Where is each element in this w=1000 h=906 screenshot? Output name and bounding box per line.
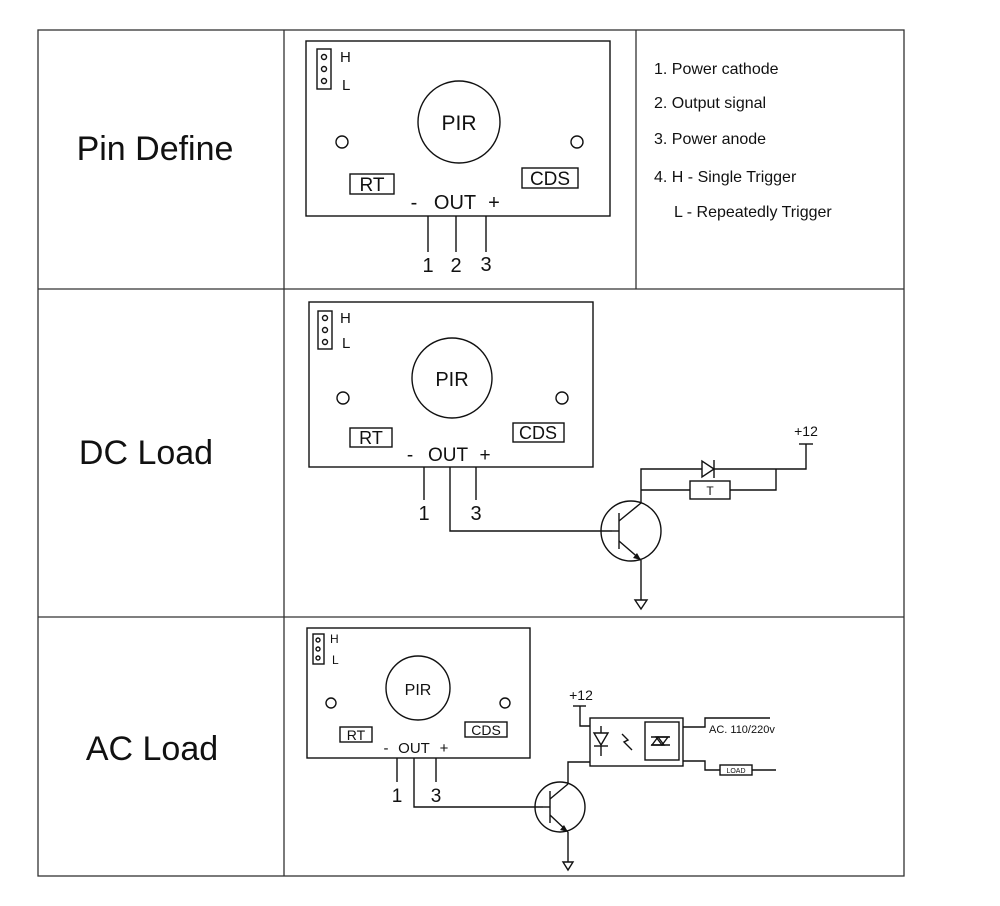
pir-label: PIR <box>405 682 432 699</box>
pir-sensor <box>417 80 501 164</box>
relay-label: T <box>706 484 714 498</box>
pin-number-3: 3 <box>431 786 442 807</box>
jumper-h-label: H <box>340 310 351 327</box>
mount-hole-left <box>325 697 337 709</box>
dc-load-board: H L PIR RT CDS - OUT + 1 3 <box>308 301 594 525</box>
ac-supply-label: +12 <box>569 687 593 703</box>
row-label-ac-load: AC Load <box>86 730 218 768</box>
dc-load-circuit: T +12 <box>449 423 818 611</box>
diode-icon <box>701 459 716 479</box>
mount-hole-right <box>499 697 511 709</box>
pir-sensor <box>385 655 451 721</box>
ac-voltage-label: AC. 110/220v <box>709 724 775 736</box>
row-label-dc-load: DC Load <box>79 434 213 472</box>
ground-icon <box>561 861 575 872</box>
cds-label: CDS <box>519 423 557 443</box>
pin-number-1: 1 <box>422 255 433 277</box>
pin-legend: 1. Power cathode 2. Output signal 3. Pow… <box>654 61 832 221</box>
row-label-pin-define: Pin Define <box>77 130 234 168</box>
pir-label: PIR <box>441 112 476 135</box>
cds-label: CDS <box>471 722 501 738</box>
legend-item-2: 2. Output signal <box>654 95 766 112</box>
pin-plus-label: + <box>479 445 490 466</box>
jumper-header <box>316 48 332 90</box>
cds-label: CDS <box>530 169 570 190</box>
pin-number-3: 3 <box>480 254 491 276</box>
pir-label: PIR <box>435 369 468 391</box>
jumper-l-label: L <box>342 77 350 94</box>
pin-define-board: H L PIR RT CDS - OUT + 1 2 3 <box>305 40 611 277</box>
pin-out-label: OUT <box>434 192 476 214</box>
ac-load-circuit: +12 AC. 110/220v LOAD <box>413 687 776 872</box>
legend-item-4: 4. H - Single Trigger <box>654 169 797 186</box>
pin-out-label: OUT <box>398 740 430 757</box>
rt-label: RT <box>347 727 366 743</box>
pin-number-1: 1 <box>418 503 429 525</box>
mount-hole-right <box>555 391 569 405</box>
jumper-l-label: L <box>332 653 339 667</box>
solid-state-relay <box>589 717 684 767</box>
pin-plus-label: + <box>488 192 500 214</box>
light-arrow-icon <box>621 733 633 751</box>
legend-item-3: 3. Power anode <box>654 131 766 148</box>
pin-number-2: 2 <box>450 255 461 277</box>
load-label: LOAD <box>726 768 745 775</box>
pin-out-label: OUT <box>428 445 469 466</box>
rt-label: RT <box>359 428 383 448</box>
ac-load-board: H L PIR RT CDS - OUT + 1 3 <box>306 627 531 807</box>
pin-plus-label: + <box>440 740 449 757</box>
pin-minus-label: - <box>407 445 413 466</box>
pin-number-1: 1 <box>392 786 403 807</box>
pir-sensor <box>411 337 493 419</box>
transistor <box>534 781 586 833</box>
jumper-l-label: L <box>342 335 350 352</box>
pin-minus-label: - <box>411 192 418 214</box>
legend-item-5: L - Repeatedly Trigger <box>674 204 832 221</box>
jumper-header <box>312 633 325 665</box>
mount-hole-left <box>335 135 349 149</box>
mount-hole-right <box>570 135 584 149</box>
ground-icon <box>633 599 649 611</box>
jumper-h-label: H <box>340 49 351 66</box>
dc-supply-label: +12 <box>794 423 818 439</box>
led-icon <box>592 732 610 747</box>
mount-hole-left <box>336 391 350 405</box>
rt-label: RT <box>360 175 385 196</box>
jumper-h-label: H <box>330 632 339 646</box>
transistor <box>600 500 662 562</box>
legend-item-1: 1. Power cathode <box>654 61 779 78</box>
pin-number-3: 3 <box>470 503 481 525</box>
table-grid <box>37 29 905 877</box>
jumper-header <box>317 310 333 350</box>
pin-minus-label: - <box>384 740 389 757</box>
